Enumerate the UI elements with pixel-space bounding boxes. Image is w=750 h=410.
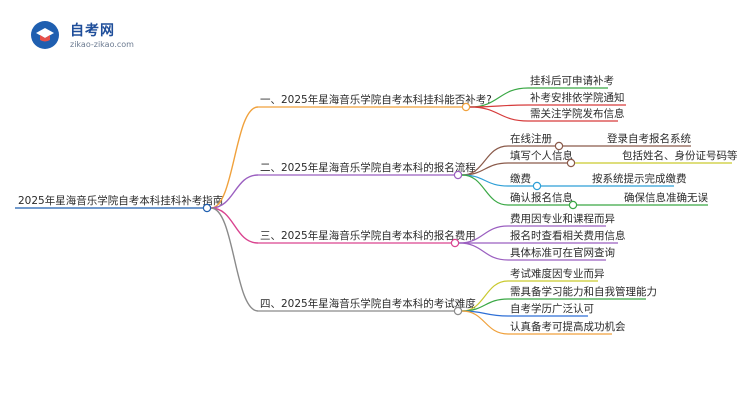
logo-url: zikao-zikao.com (70, 40, 134, 49)
branch-1-child-3-label: 需关注学院发布信息 (530, 107, 625, 120)
branch-3-child-3-connector (458, 242, 509, 261)
branch-1-label: 一、2025年星海音乐学院自考本科挂科能否补考? (260, 93, 492, 106)
branch-2-child-1-label: 在线注册 (510, 132, 552, 145)
root-label: 2025年星海音乐学院自考本科挂科补考指南 (18, 194, 223, 207)
branch-2-child-3-label: 缴费 (510, 172, 531, 185)
branch-2-connector (210, 174, 259, 209)
branch-3-child-3-label: 具体标准可在官网查询 (510, 246, 615, 259)
branch-4-node (453, 306, 463, 316)
branch-4-child-3-label: 自考学历广泛认可 (510, 302, 594, 315)
branch-2-child-3-sub-label: 按系统提示完成缴费 (592, 172, 687, 185)
branch-2-child-4-sub-label: 确保信息准确无误 (624, 191, 708, 204)
branch-2-child-3-node (532, 181, 542, 191)
branch-1-child-2-label: 补考安排依学院通知 (530, 91, 625, 104)
branch-2-child-4-node (568, 200, 578, 210)
branch-4-child-2-label: 需具备学习能力和自我管理能力 (510, 285, 657, 298)
branch-4-connector (210, 207, 259, 312)
branch-2-label: 二、2025年星海音乐学院自考本科的报名流程 (260, 161, 476, 174)
branch-2-child-2-node (566, 158, 576, 168)
branch-1-node (461, 102, 471, 112)
graduation-cap-icon (31, 21, 59, 49)
branch-1-child-1-label: 挂科后可申请补考 (530, 74, 614, 87)
branch-2-child-2-sub-label: 包括姓名、身份证号码等 (622, 149, 738, 162)
branch-4-label: 四、2025年星海音乐学院自考本科的考试难度 (260, 297, 476, 310)
branch-4-child-4-connector (461, 310, 509, 335)
site-logo[interactable]: 自考网 zikao-zikao.com (30, 16, 180, 56)
branch-2-child-1-sub-label: 登录自考报名系统 (607, 132, 691, 145)
logo-title: 自考网 (70, 23, 115, 39)
branch-3-child-2-label: 报名时查看相关费用信息 (510, 229, 626, 242)
branch-3-connector (210, 207, 259, 244)
branch-2-child-1-node (554, 141, 564, 151)
branch-3-child-1-label: 费用因专业和课程而异 (510, 212, 615, 225)
branch-4-child-4-label: 认真备考可提高成功机会 (510, 320, 626, 333)
branch-2-child-4-connector (461, 174, 509, 206)
branch-2-child-4-label: 确认报名信息 (510, 191, 573, 204)
branch-2-node (453, 170, 463, 180)
root-node (202, 203, 212, 213)
branch-3-label: 三、2025年星海音乐学院自考本科的报名费用 (260, 229, 476, 242)
branch-1-connector (210, 106, 259, 209)
branch-4-child-1-label: 考试难度因专业而异 (510, 267, 605, 280)
branch-3-node (450, 238, 460, 248)
branch-2-child-2-label: 填写个人信息 (510, 149, 573, 162)
branch-1-child-3-connector (469, 106, 529, 122)
